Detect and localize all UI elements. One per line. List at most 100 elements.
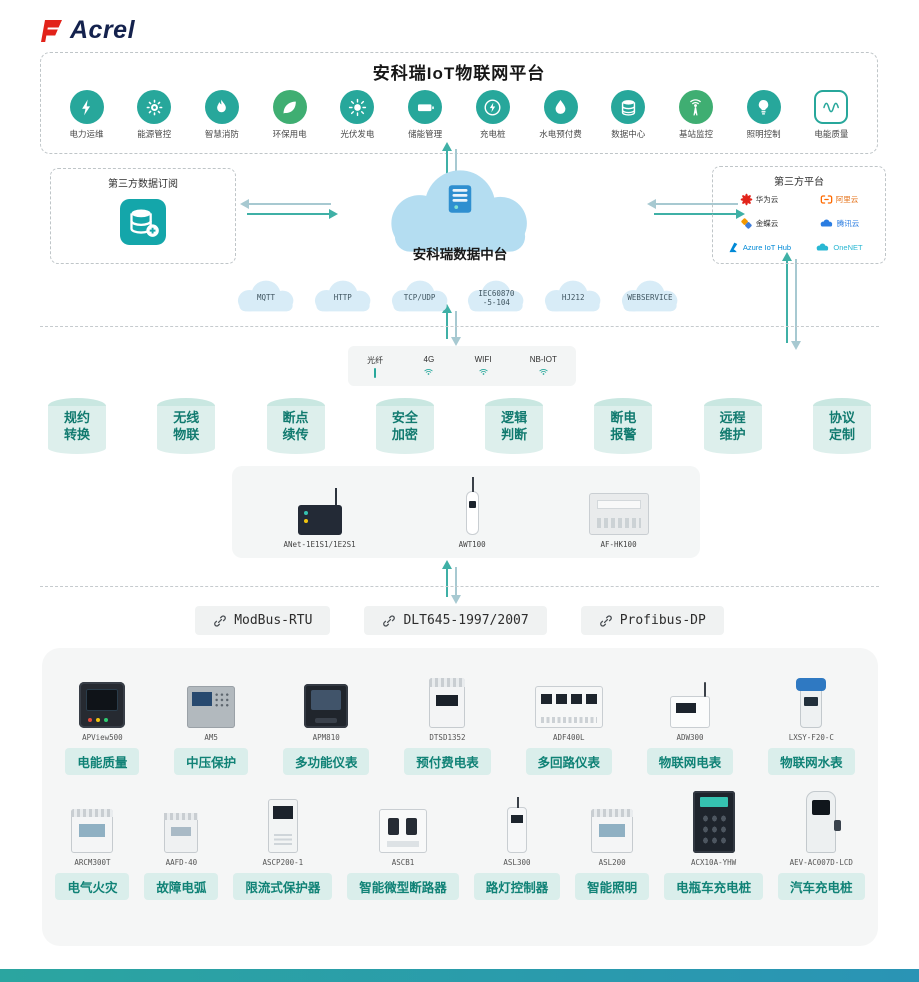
device-category-badge: 物联网电表 <box>646 748 734 775</box>
device-image <box>304 666 349 728</box>
database-add-icon <box>120 198 166 245</box>
flame-icon <box>204 90 239 124</box>
connectivity-label: NB-IOT <box>529 355 557 364</box>
thirdparty-platform-box: 第三方平台 华为云 阿里云 金蝶云 腾讯云 Azure IoT Hub <box>712 166 886 264</box>
app-item-lighting: 照明控制 <box>732 90 795 140</box>
device-category-badge: 多功能仪表 <box>282 748 370 775</box>
protocol-cloud-tcpudp: TCP/UDP <box>384 276 456 316</box>
vendor-kingdee-cloud: 金蝶云 <box>719 217 799 230</box>
app-label: 环保用电 <box>272 129 307 139</box>
protocol-label: HJ212 <box>561 293 585 303</box>
app-item-ev-charging: 充电桩 <box>461 90 524 140</box>
leaf-icon <box>272 90 307 124</box>
platform-title: 安科瑞IoT物联网平台 <box>372 64 546 83</box>
alibaba-cloud-logo <box>820 193 833 206</box>
gateway-model: AWT100 <box>458 540 486 549</box>
device-cell: ARCM300T 电气火灾 <box>55 791 130 900</box>
vendor-label: 金蝶云 <box>755 218 779 228</box>
connectivity-label: 4G <box>423 355 435 364</box>
cloud-thirdparty-arrows <box>647 199 745 219</box>
app-item-eco-power: 环保用电 <box>258 90 321 140</box>
device-image <box>297 479 342 535</box>
waveform-icon <box>814 90 849 124</box>
wifi-icon <box>421 366 436 377</box>
device-image <box>267 791 298 853</box>
vendor-grid: 华为云 阿里云 金蝶云 腾讯云 Azure IoT Hub OneNET <box>719 187 879 259</box>
gateway-capability-row: 规约转换 无线物联 断点续传 安全加密 逻辑判断 断电报警 远程维护 协议定制 <box>48 398 871 454</box>
azure-iot-hub-logo <box>727 241 740 254</box>
tencent-cloud-logo <box>819 218 834 228</box>
device-cell: ASCB1 智能微型断路器 <box>347 791 459 900</box>
device-model: ADF400L <box>552 733 585 742</box>
device-category-badge: 智能微型断路器 <box>347 873 459 900</box>
connectivity-label: WIFI <box>474 355 492 364</box>
connectivity-nbiot: NB-IOT <box>530 355 557 377</box>
capability-cylinder: 断点续传 <box>266 398 325 454</box>
base-station-icon <box>678 90 713 124</box>
dashed-divider-top <box>40 326 879 327</box>
device-cell: AAFD-40 故障电弧 <box>144 791 219 900</box>
device-model: ACX10A-YHW <box>691 858 737 867</box>
capability-cylinder: 协议定制 <box>812 398 871 454</box>
water-drop-icon <box>543 90 578 124</box>
vendor-label: 华为云 <box>755 194 779 204</box>
device-image <box>692 791 735 853</box>
vendor-label: OneNET <box>833 242 863 252</box>
gear-icon <box>137 90 172 124</box>
device-image <box>429 666 466 728</box>
footer-accent-bar <box>0 969 919 982</box>
huawei-cloud-logo <box>740 193 753 206</box>
fiber-icon <box>374 367 377 378</box>
thirdparty-subscribe-box: 第三方数据订阅 <box>50 168 236 264</box>
capability-cylinder: 安全加密 <box>375 398 434 454</box>
connectivity-wifi: WIFI <box>475 355 492 377</box>
server-icon <box>448 185 472 213</box>
protocol-chip-label: DLT645-1997/2007 <box>403 613 529 628</box>
protocol-label: MQTT <box>256 293 276 303</box>
device-model: APM810 <box>312 733 340 742</box>
vendor-label: 腾讯云 <box>836 218 860 228</box>
capability-cylinder: 远程维护 <box>703 398 762 454</box>
ev-charge-icon <box>475 90 510 124</box>
device-cell: ADF400L 多回路仪表 <box>525 666 613 775</box>
device-image <box>187 666 236 728</box>
sun-icon <box>340 90 375 124</box>
app-label: 光伏发电 <box>340 129 375 139</box>
vendor-label: 阿里云 <box>835 194 859 204</box>
device-category-badge: 预付费电表 <box>404 748 491 775</box>
protocol-label: IEC60870 -5-104 <box>478 288 515 307</box>
cloud-edge-arrows <box>442 304 461 346</box>
connectivity-4g: 4G <box>421 355 436 377</box>
protocol-chip-label: Profibus-DP <box>619 613 706 628</box>
device-image <box>796 666 827 728</box>
gateway-model: AF-HK100 <box>600 540 637 549</box>
device-model: ADW300 <box>676 733 704 742</box>
acrel-logo-icon <box>41 19 62 42</box>
device-category-badge: 故障电弧 <box>144 873 219 900</box>
gateway-awt100: AWT100 <box>458 477 486 549</box>
protocol-cloud-iec60870: IEC60870 -5-104 <box>460 276 532 316</box>
gateway-anet: ANet-1E1S1/1E2S1 <box>283 479 356 549</box>
device-model: ASL300 <box>503 858 531 867</box>
device-catalogue-panel: APView500 电能质量 AM5 中压保护 APM810 多功能仪表 DTS… <box>42 648 878 946</box>
device-cell: DTSD1352 预付费电表 <box>404 666 491 775</box>
app-label: 智慧消防 <box>204 129 239 139</box>
protocol-cloud-http: HTTP <box>307 276 379 316</box>
data-platform-label: 安科瑞数据中台 <box>412 247 508 262</box>
vendor-azure-iot-hub: Azure IoT Hub <box>719 241 799 254</box>
device-image <box>591 791 634 853</box>
vendor-onenet: OneNET <box>799 242 879 252</box>
app-label: 储能管理 <box>408 129 443 139</box>
device-cell: APM810 多功能仪表 <box>282 666 370 775</box>
protocol-label: HTTP <box>333 293 352 303</box>
device-category-badge: 中压保护 <box>174 748 249 775</box>
app-label: 基站监控 <box>678 129 713 139</box>
device-model: ASCP200-1 <box>262 858 304 867</box>
app-label: 充电桩 <box>480 129 506 139</box>
data-middle-platform: 安科瑞数据中台 <box>372 158 548 264</box>
device-category-badge: 限流式保护器 <box>233 873 333 900</box>
protocol-chip-modbus: ModBus-RTU <box>195 606 331 635</box>
capability-cylinder: 逻辑判断 <box>485 398 544 454</box>
device-category-badge: 汽车充电桩 <box>778 873 865 900</box>
